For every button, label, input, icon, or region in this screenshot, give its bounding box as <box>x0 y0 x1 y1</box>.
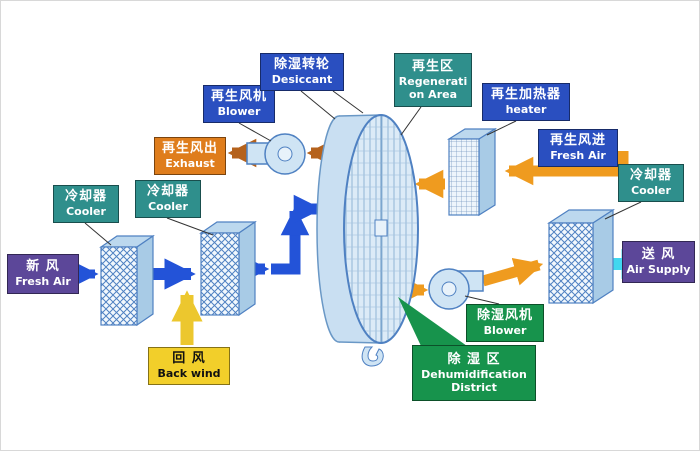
cooler-1-shape <box>99 234 155 327</box>
label-air-supply-en: Air Supply <box>626 263 691 277</box>
label-desiccant-wheel-zh: 除湿转轮 <box>273 57 330 73</box>
label-dehumid-district-en: Dehumidification District <box>421 367 527 394</box>
label-cooler-2-en: Cooler <box>148 200 188 214</box>
label-regen-blower-en: Blower <box>217 105 261 119</box>
label-cooler-2: 冷却器 Cooler <box>135 180 201 218</box>
label-exhaust-en: Exhaust <box>165 157 215 171</box>
label-regen-fresh-air-zh: 再生风进 <box>549 133 606 149</box>
label-desiccant-wheel: 除湿转轮 Desiccant <box>260 53 344 91</box>
label-fresh-air-inlet: 新 风 Fresh Air <box>7 254 79 294</box>
cooler-3-shape <box>546 208 616 305</box>
label-cooler-3-zh: 冷却器 <box>629 168 672 184</box>
label-cooler-1-en: Cooler <box>66 205 106 219</box>
label-cooler-3-en: Cooler <box>631 184 671 198</box>
label-desiccant-wheel-en: Desiccant <box>271 73 333 87</box>
label-regen-blower: 再生风机 Blower <box>203 85 275 123</box>
label-heater-en: heater <box>505 103 547 117</box>
label-exhaust: 再生风出 Exhaust <box>154 137 226 175</box>
label-cooler-1: 冷却器 Cooler <box>53 185 119 223</box>
label-back-wind-en: Back wind <box>157 367 221 381</box>
label-cooler-1-zh: 冷却器 <box>64 189 107 205</box>
label-regeneration-area-en: Regeneration Area <box>398 74 468 101</box>
label-regen-fresh-air: 再生风进 Fresh Air <box>538 129 618 167</box>
label-fresh-air-inlet-zh: 新 风 <box>26 259 60 275</box>
label-back-wind-zh: 回 风 <box>172 351 206 367</box>
label-regen-fresh-air-en: Fresh Air <box>550 149 606 163</box>
heater-shape <box>446 127 498 217</box>
dehumid-district-pointer <box>398 297 467 346</box>
label-back-wind: 回 风 Back wind <box>148 347 230 385</box>
regen-blower-shape <box>246 133 306 175</box>
label-dehumid-district: 除 湿 区 Dehumidification District <box>412 345 536 401</box>
leader-lines <box>84 90 642 305</box>
label-air-supply: 送 风 Air Supply <box>622 241 695 283</box>
label-air-supply-zh: 送 风 <box>641 247 676 263</box>
label-regen-blower-zh: 再生风机 <box>210 89 267 105</box>
label-regeneration-area-zh: 再生区 <box>411 58 454 74</box>
cooler-2-shape <box>199 220 257 317</box>
label-dehumid-district-zh: 除 湿 区 <box>447 351 501 367</box>
label-cooler-2-zh: 冷却器 <box>146 184 189 200</box>
label-regeneration-area: 再生区 Regeneration Area <box>394 53 472 107</box>
dehumid-blower-shape <box>428 268 484 310</box>
label-fresh-air-inlet-en: Fresh Air <box>15 275 71 289</box>
label-dehumid-blower-en: Blower <box>483 324 527 338</box>
wheel-media-scroll-icon <box>361 346 384 367</box>
label-cooler-3: 冷却器 Cooler <box>618 164 684 202</box>
label-heater-zh: 再生加热器 <box>490 87 561 103</box>
label-exhaust-zh: 再生风出 <box>161 141 218 157</box>
label-dehumid-blower: 除湿风机 Blower <box>466 304 544 342</box>
label-dehumid-blower-zh: 除湿风机 <box>476 308 533 324</box>
desiccant-wheel-shape <box>316 114 419 367</box>
label-heater: 再生加热器 heater <box>482 83 570 121</box>
